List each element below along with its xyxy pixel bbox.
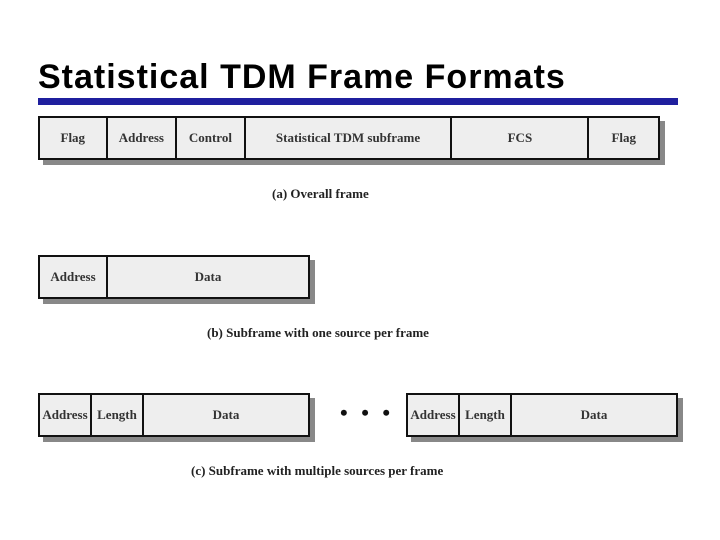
title-underline (38, 98, 678, 105)
page-title: Statistical TDM Frame Formats (38, 58, 566, 96)
length-field: Length (460, 395, 512, 435)
data-field: Data (212, 407, 240, 422)
control-field: Control (177, 118, 246, 158)
overall-frame-caption: (a) Overall frame (272, 186, 369, 201)
flag-field: Flag (611, 130, 636, 145)
data-field: Data (580, 407, 608, 422)
data-field: Data (194, 269, 222, 284)
overall-frame: Flag Address Control Statistical TDM sub… (38, 116, 660, 160)
length-field: Length (92, 395, 144, 435)
fcs-field: FCS (452, 118, 590, 158)
subframe-field: Statistical TDM subframe (246, 118, 453, 158)
multi-source-subframe-first: Address Length Data (38, 393, 310, 437)
address-field: Address (108, 118, 178, 158)
flag-field: Flag (40, 118, 108, 158)
address-field: Address (408, 395, 460, 435)
address-field: Address (40, 257, 108, 297)
single-source-caption: (b) Subframe with one source per frame (207, 325, 429, 340)
multi-source-subframe-last: Address Length Data (406, 393, 678, 437)
multi-source-caption: (c) Subframe with multiple sources per f… (191, 463, 444, 478)
address-field: Address (40, 395, 92, 435)
single-source-subframe: Address Data (38, 255, 310, 299)
ellipsis: • • • (340, 400, 395, 425)
